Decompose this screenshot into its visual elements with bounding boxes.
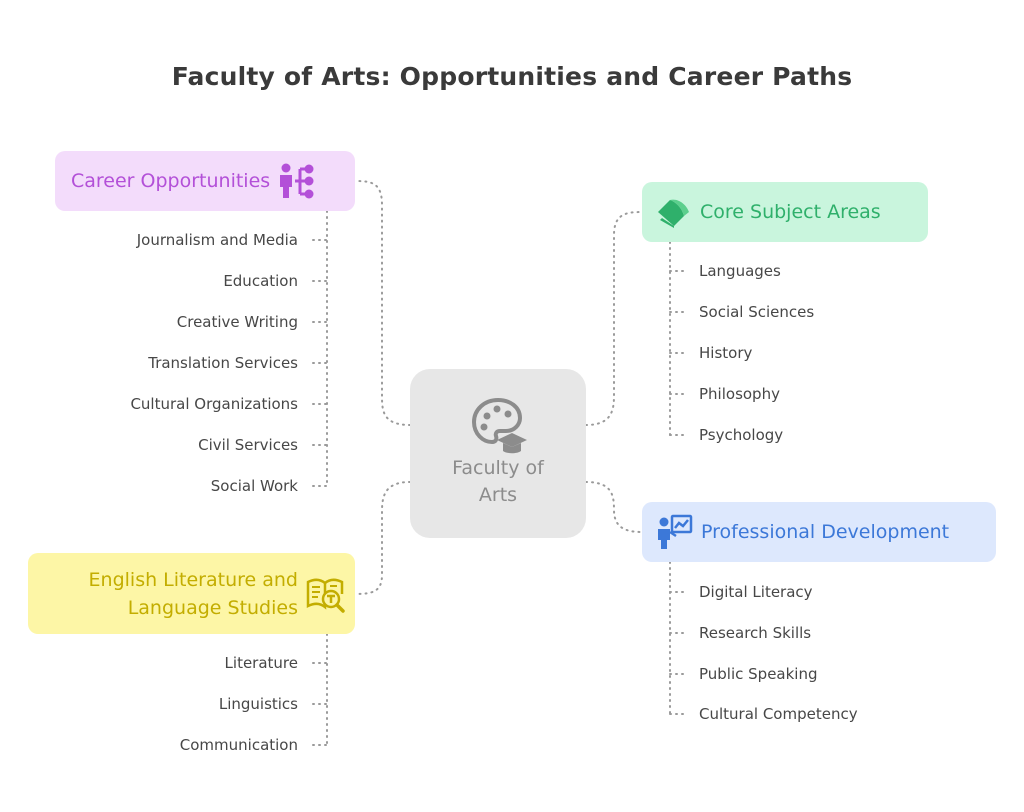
open-book-icon — [658, 199, 689, 228]
leaf-cultural-competency: Cultural Competency — [699, 705, 858, 723]
branch-label: English Literature and Language Studies — [88, 568, 298, 619]
central-node-label: Faculty of Arts — [452, 457, 544, 506]
central-node: Faculty of Arts — [410, 369, 586, 538]
diagram-title: Faculty of Arts: Opportunities and Caree… — [171, 62, 853, 91]
leaf-journalism-and-media: Journalism and Media — [136, 231, 298, 249]
connector-hub-core — [585, 211, 643, 426]
presenter-chart-icon — [658, 514, 693, 549]
palette-graduation-cap-icon — [471, 397, 527, 454]
leaf-public-speaking: Public Speaking — [699, 665, 818, 683]
branch-label: Professional Development — [701, 521, 950, 543]
connector-hub-eng — [354, 481, 411, 595]
connector-hub-career — [354, 180, 411, 426]
person-network-icon — [280, 163, 314, 199]
leaf-translation-services: Translation Services — [148, 354, 298, 372]
leaf-communication: Communication — [179, 736, 298, 754]
leaf-research-skills: Research Skills — [699, 624, 812, 642]
leaf-cultural-organizations: Cultural Organizations — [130, 395, 298, 413]
leaf-literature: Literature — [224, 654, 298, 672]
leaf-social-work: Social Work — [210, 477, 298, 495]
leaf-psychology: Psychology — [699, 426, 784, 444]
leaf-history: History — [699, 344, 753, 362]
branch-english-literature-and-language-studies: English Literature and Language Studies — [28, 553, 355, 634]
branch-career-opportunities: Career Opportunities — [55, 151, 355, 211]
connector-hub-prof — [585, 481, 643, 533]
branch-label: Career Opportunities — [71, 170, 271, 192]
leaf-philosophy: Philosophy — [699, 385, 780, 403]
branch-label: Core Subject Areas — [700, 201, 881, 223]
leaf-digital-literacy: Digital Literacy — [699, 583, 813, 601]
leaf-languages: Languages — [699, 262, 781, 280]
branch-professional-development: Professional Development — [642, 502, 996, 562]
leaf-civil-services: Civil Services — [198, 436, 298, 454]
leaf-social-sciences: Social Sciences — [699, 303, 815, 321]
book-magnifier-icon — [306, 578, 345, 613]
leaf-education: Education — [223, 272, 298, 290]
branch-core-subject-areas: Core Subject Areas — [642, 182, 928, 242]
leaf-linguistics: Linguistics — [218, 695, 298, 713]
leaf-creative-writing: Creative Writing — [176, 313, 298, 331]
